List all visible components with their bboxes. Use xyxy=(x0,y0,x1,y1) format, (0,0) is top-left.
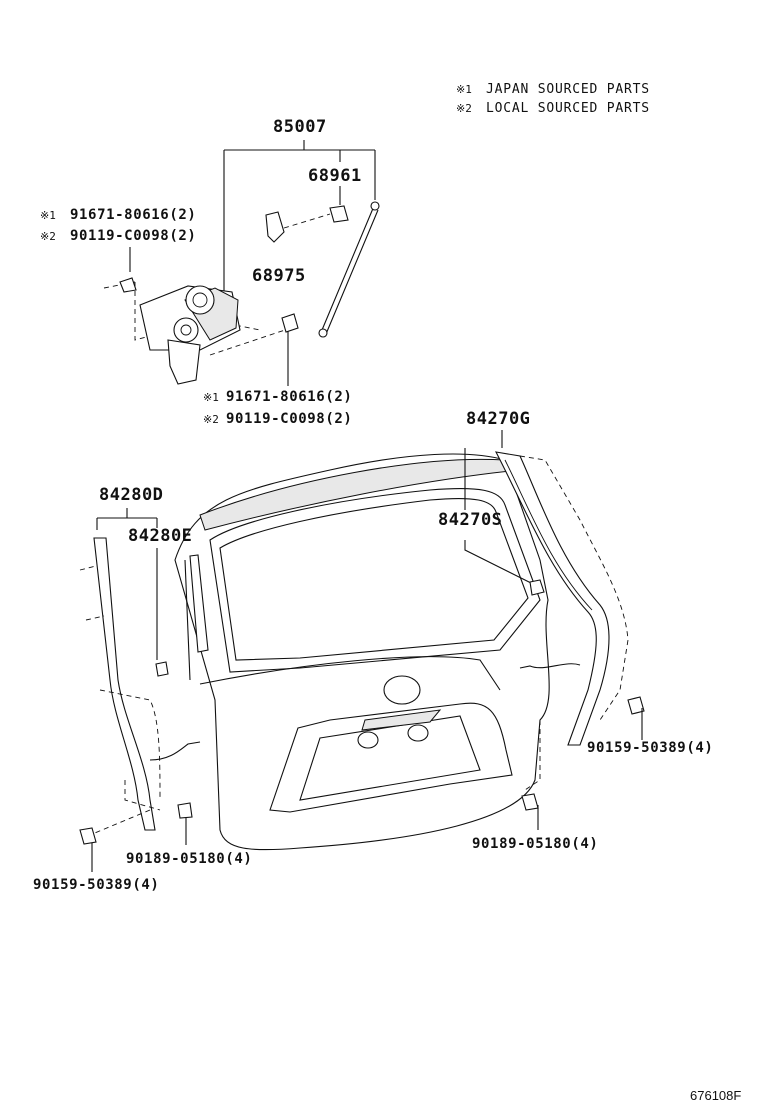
screw-right-icon xyxy=(627,696,645,715)
clip-left-icon xyxy=(177,802,193,819)
left-garnish-84280D xyxy=(79,537,201,836)
label-85007: 85007 xyxy=(273,117,327,137)
mark-upper-2: ※2 xyxy=(40,230,56,243)
label-68961: 68961 xyxy=(308,166,362,186)
screw-left-icon xyxy=(79,827,97,845)
legend-text-2: LOCAL SOURCED PARTS xyxy=(486,101,650,116)
fastener-screw-left: 90159-50389(4) xyxy=(33,877,159,893)
mark-lower-2: ※2 xyxy=(203,413,219,426)
legend-text-1: JAPAN SOURCED PARTS xyxy=(486,82,650,97)
label-84270G: 84270G xyxy=(466,409,530,429)
mark-upper-1: ※1 xyxy=(40,209,56,222)
clip-right-icon xyxy=(521,793,539,811)
clip-84280E-icon xyxy=(155,661,169,677)
damper-stay-icon xyxy=(321,205,379,335)
leader-84270S xyxy=(464,448,536,586)
label-84280E: 84280E xyxy=(128,526,192,546)
legend-note-2: ※2 LOCAL SOURCED PARTS xyxy=(456,101,650,116)
label-84280D: 84280D xyxy=(99,485,163,505)
label-68975: 68975 xyxy=(252,266,306,286)
legend-mark-1: ※1 xyxy=(456,83,472,96)
diagram-reference: 676108F xyxy=(690,1088,741,1103)
leader-84280D xyxy=(96,508,158,530)
bolt-upper-1: 91671-80616(2) xyxy=(70,207,196,223)
right-garnish-84270G xyxy=(495,451,629,791)
leader-85007 xyxy=(223,140,376,310)
label-84270S: 84270S xyxy=(438,510,502,530)
washer-hose-left xyxy=(149,741,201,761)
clip-84270S-icon xyxy=(529,579,545,596)
wiper-motor-icon xyxy=(103,277,299,385)
fastener-clip-right: 90189-05180(4) xyxy=(472,836,598,852)
washer-hose xyxy=(519,663,581,669)
fastener-clip-left: 90189-05180(4) xyxy=(126,851,252,867)
bracket-68975-icon xyxy=(265,211,285,243)
fastener-screw-right: 90159-50389(4) xyxy=(587,740,713,756)
legend-note-1: ※1 JAPAN SOURCED PARTS xyxy=(456,82,650,97)
mark-lower-1: ※1 xyxy=(203,391,219,404)
legend-mark-2: ※2 xyxy=(456,102,472,115)
bolt-lower-2: 90119-C0098(2) xyxy=(226,411,352,427)
grommet-68961-icon xyxy=(329,205,349,223)
bolt-lower-1: 91671-80616(2) xyxy=(226,389,352,405)
bolt-upper-2: 90119-C0098(2) xyxy=(70,228,196,244)
